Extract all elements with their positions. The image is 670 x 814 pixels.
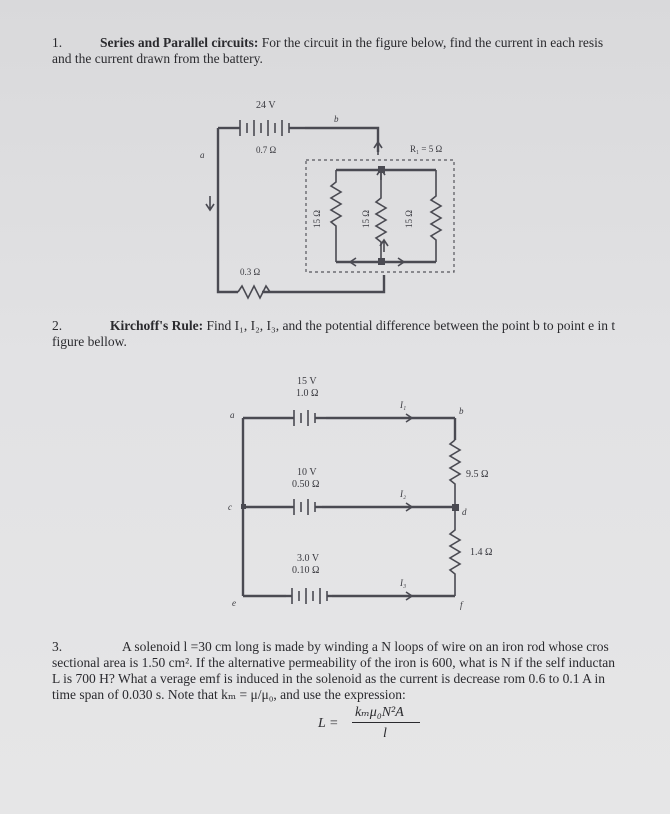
p3-line4: time span of 0.030 s. Note that kₘ = μ/μ… (52, 687, 406, 702)
p1-text: For the circuit in the figure below, fin… (258, 35, 604, 50)
label-0-50: 0.50 Ω (292, 479, 319, 490)
label-pt-c: c (228, 502, 232, 512)
p3-line1: A solenoid l =30 cm long is made by wind… (122, 639, 609, 654)
label-0-3: 0.3 Ω (240, 267, 261, 277)
p3-line3: L is 700 H? What a verage emf is induced… (52, 671, 605, 686)
p2-text-line1: Kirchoff's Rule: Find I₁, I₂, I₃, and th… (110, 318, 615, 333)
arrow-i2 (398, 502, 414, 512)
label-24v: 24 V (256, 100, 276, 111)
p2-title: Kirchoff's Rule: (110, 318, 204, 333)
arrow-i1 (398, 413, 414, 423)
equation-lhs: L = (318, 716, 339, 731)
label-pt-b: b (459, 406, 464, 416)
resistor-15-a (329, 170, 343, 262)
label-0-7: 0.7 Ω (256, 145, 277, 155)
label-0-10: 0.10 Ω (292, 565, 319, 576)
p1-text-line2: and the current drawn from the battery. (52, 51, 263, 66)
resistor-9-5 (448, 439, 462, 507)
label-i1: I₁ (399, 400, 406, 410)
label-15-a: 15 Ω (312, 210, 322, 228)
arrow-i3 (398, 591, 414, 601)
label-pt-f: f (460, 600, 464, 610)
p3-number: 3. (52, 639, 63, 654)
p2-number: 2. (52, 318, 63, 333)
label-1-4: 1.4 Ω (470, 547, 492, 558)
resistor-0-3 (237, 284, 271, 300)
label-15-c: 15 Ω (404, 210, 414, 228)
label-pt-e: e (232, 598, 236, 608)
p1-text-line1: Series and Parallel circuits: For the ci… (100, 35, 603, 50)
resistor-15-b (374, 170, 388, 262)
equation-denominator: l (383, 726, 387, 741)
label-9-5: 9.5 Ω (466, 469, 488, 480)
label-b: b (334, 114, 339, 124)
arrow-left (205, 196, 215, 212)
label-i3: I₃ (399, 578, 406, 588)
label-a: a (200, 150, 205, 160)
battery-24v (232, 120, 305, 136)
label-10v: 10 V (297, 467, 317, 478)
p1-title: Series and Parallel circuits: (100, 35, 259, 50)
label-r1: R₁ = 5 Ω (410, 144, 442, 154)
label-pt-d: d (462, 507, 467, 517)
p2-text-line2: figure bellow. (52, 334, 127, 349)
equation-fraction-bar (352, 722, 420, 723)
battery-3v (286, 588, 332, 604)
label-pt-a: a (230, 410, 235, 420)
label-3v: 3.0 V (297, 553, 320, 564)
p1-number: 1. (52, 35, 63, 50)
resistor-15-c (429, 170, 443, 262)
p2-text: Find I₁, I₂, I₃, and the potential diffe… (203, 318, 616, 333)
resistor-1-4 (448, 507, 462, 596)
label-15-b: 15 Ω (361, 210, 371, 228)
p3-line2: sectional area is 1.50 cm². If the alter… (52, 655, 615, 670)
label-1-0: 1.0 Ω (296, 388, 318, 399)
battery-10v (290, 499, 322, 515)
battery-15v (290, 410, 326, 426)
label-15v: 15 V (297, 376, 317, 387)
label-i2: I₂ (399, 489, 406, 499)
equation-numerator: kₘμ₀N²A (355, 705, 404, 720)
